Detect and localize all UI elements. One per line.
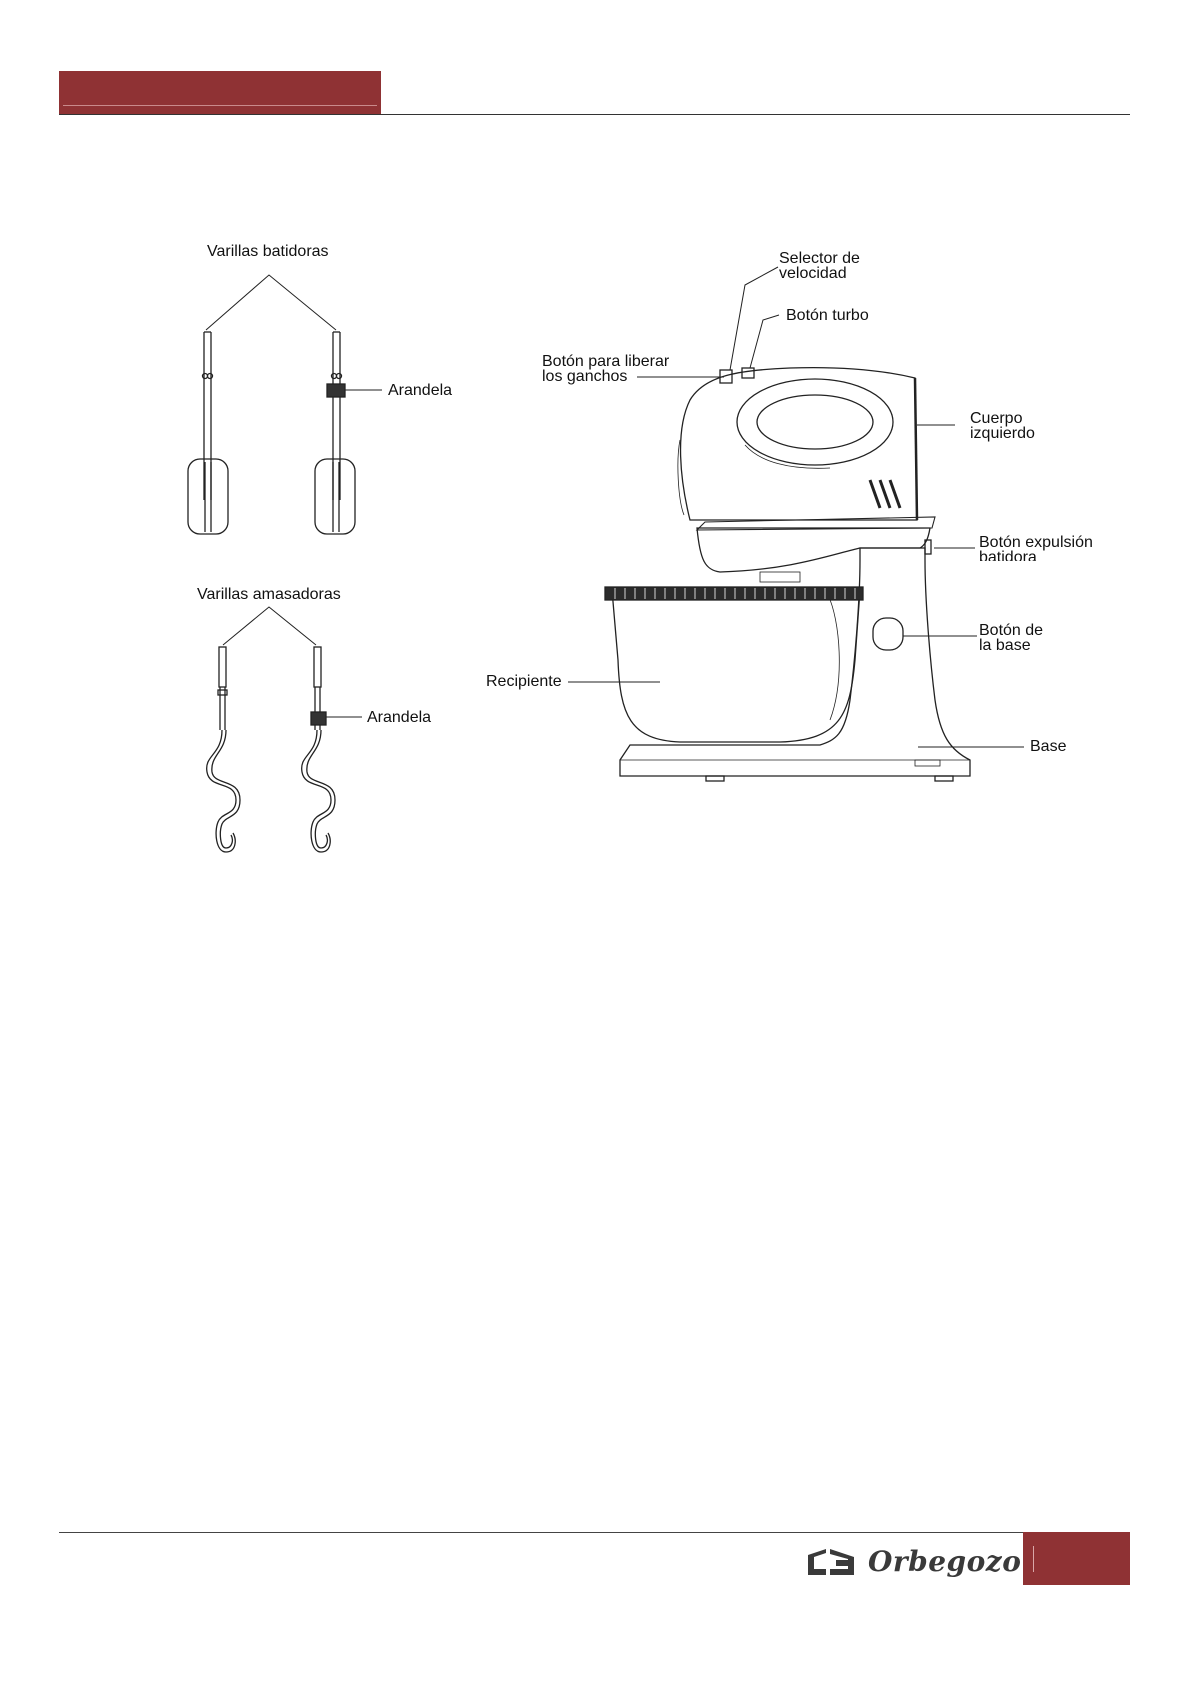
callout-leaders <box>568 267 1024 747</box>
label-selector-line1: Selector de <box>779 251 860 266</box>
dough-hooks-drawing <box>207 607 362 852</box>
label-base-btn-line2: la base <box>979 638 1043 653</box>
label-arandela-batidoras: Arandela <box>388 383 452 398</box>
label-boton-base: Botón de la base <box>979 623 1043 653</box>
footer-rule <box>59 1532 1024 1533</box>
label-boton-turbo: Botón turbo <box>786 308 869 323</box>
label-expulsion-line2: batidora <box>979 550 1093 561</box>
logo-mark-icon <box>808 1549 858 1575</box>
label-boton-liberar: Botón para liberar los ganchos <box>542 354 669 384</box>
label-selector-line2: velocidad <box>779 266 860 281</box>
label-cuerpo-izquierdo: Cuerpo izquierdo <box>970 411 1035 441</box>
stand-mixer-drawing <box>605 368 970 781</box>
label-liberar-line1: Botón para liberar <box>542 354 669 369</box>
footer-accent-box <box>1023 1532 1130 1585</box>
label-cuerpo-line1: Cuerpo <box>970 411 1035 426</box>
label-boton-expulsion: Botón expulsión batidora <box>979 535 1093 561</box>
label-base-btn-line1: Botón de <box>979 623 1043 638</box>
footer-accent-tick <box>1033 1546 1034 1572</box>
label-varillas-amasadoras: Varillas amasadoras <box>197 587 341 602</box>
whisk-beaters-drawing <box>188 275 382 534</box>
label-liberar-line2: los ganchos <box>542 369 669 384</box>
orbegozo-logo: Orbegozo <box>808 1543 1013 1581</box>
label-varillas-batidoras: Varillas batidoras <box>207 244 329 259</box>
label-selector-velocidad: Selector de velocidad <box>779 251 860 281</box>
label-expulsion-line1: Botón expulsión <box>979 535 1093 550</box>
label-arandela-amasadoras: Arandela <box>367 710 431 725</box>
brand-name: Orbegozo <box>868 1543 1021 1581</box>
label-base: Base <box>1030 739 1066 754</box>
label-cuerpo-line2: izquierdo <box>970 426 1035 441</box>
label-recipiente: Recipiente <box>486 674 562 689</box>
